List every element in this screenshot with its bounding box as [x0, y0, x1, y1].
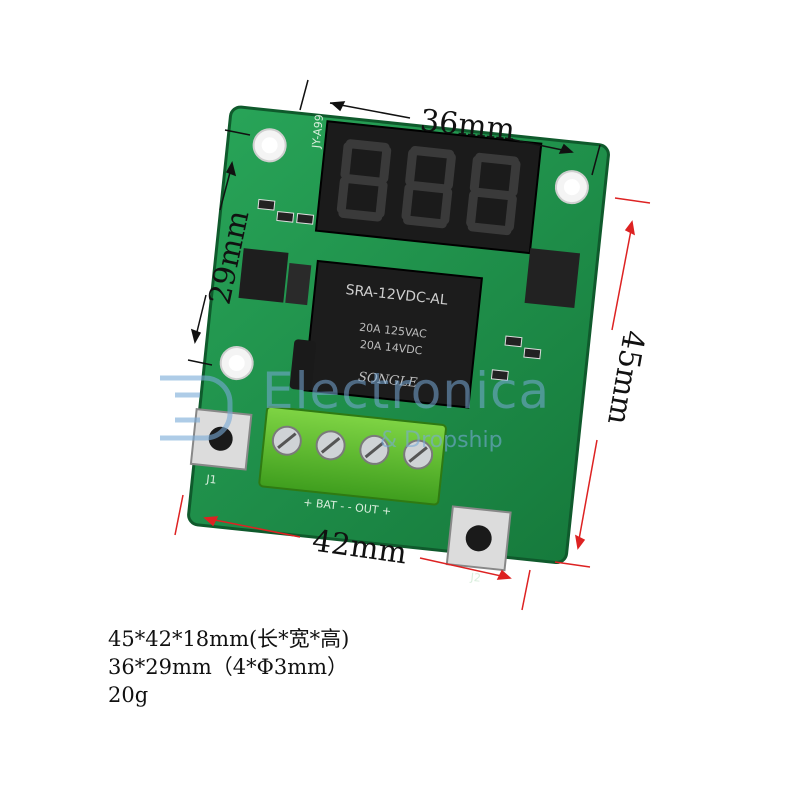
svg-text:JY-A99: JY-A99 [310, 114, 327, 150]
regulator-chip [238, 248, 289, 303]
watermark-text: Electronica [262, 362, 551, 420]
pcb-board: SRA-12VDC-AL 20A 125VAC 20A 14VDC SONGLE [187, 105, 610, 585]
seven-segment-display [314, 120, 543, 255]
dimension-lines-red [174, 197, 651, 611]
svg-text:J1: J1 [205, 472, 218, 486]
svg-text:J2: J2 [469, 571, 482, 585]
ic-chip [524, 248, 581, 309]
watermark-logo [160, 375, 233, 441]
button-j2 [445, 505, 512, 572]
watermark-subtext: & Dropship [380, 428, 503, 453]
relay: SRA-12VDC-AL 20A 125VAC 20A 14VDC SONGLE [303, 259, 484, 409]
capacitor [289, 339, 317, 391]
spec-hole-size: 36*29mm（4*Φ3mm） [108, 655, 349, 679]
dimension-lines-black [187, 79, 601, 366]
spec-dimensions: 45*42*18mm(长*宽*高) [108, 627, 350, 651]
spec-list: 45*42*18mm(长*宽*高) 36*29mm（4*Φ3mm） 20g [108, 625, 349, 709]
button-j1 [189, 408, 253, 471]
svg-text:SONGLE: SONGLE [357, 370, 418, 391]
spec-weight: 20g [108, 683, 149, 707]
